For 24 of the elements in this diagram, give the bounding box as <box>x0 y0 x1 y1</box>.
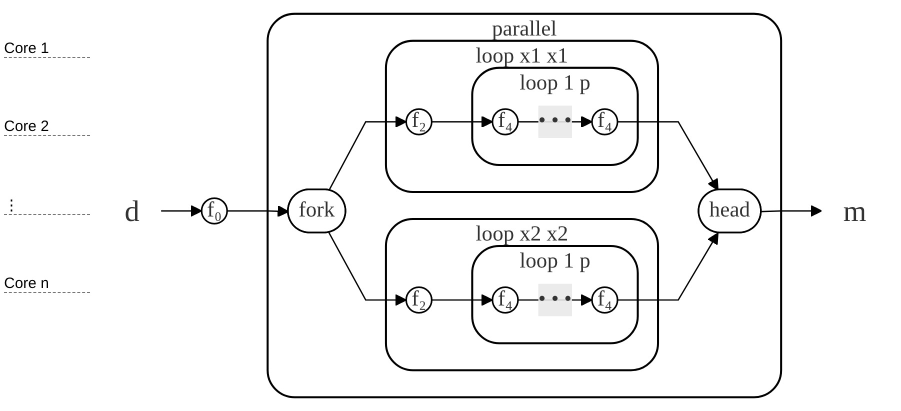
edge-label: • • • <box>538 288 572 311</box>
core-label: Core 1 <box>4 40 90 58</box>
arrow <box>328 116 407 191</box>
node-circle: f₂ <box>405 286 433 314</box>
core-label: ⋮ <box>4 196 90 215</box>
arrow <box>762 204 822 217</box>
node-circle: f₄ <box>591 108 618 136</box>
arrow <box>432 116 494 128</box>
node-circle: f₀ <box>200 197 228 224</box>
node-circle: f₄ <box>492 286 519 314</box>
arrow <box>432 294 494 306</box>
node-text: d <box>124 194 140 228</box>
node-circle: f₂ <box>405 108 433 136</box>
arrow <box>618 121 719 191</box>
core-label: Core 2 <box>4 118 90 136</box>
arrow <box>618 232 719 301</box>
arrow <box>328 232 407 306</box>
core-label: Core n <box>4 275 90 293</box>
node-circle: f₄ <box>492 108 519 136</box>
node-text: m <box>843 194 866 228</box>
arrow <box>161 204 202 217</box>
arrow <box>227 205 290 218</box>
edge-label: • • • <box>538 110 572 133</box>
node-circle: f₄ <box>591 286 618 314</box>
